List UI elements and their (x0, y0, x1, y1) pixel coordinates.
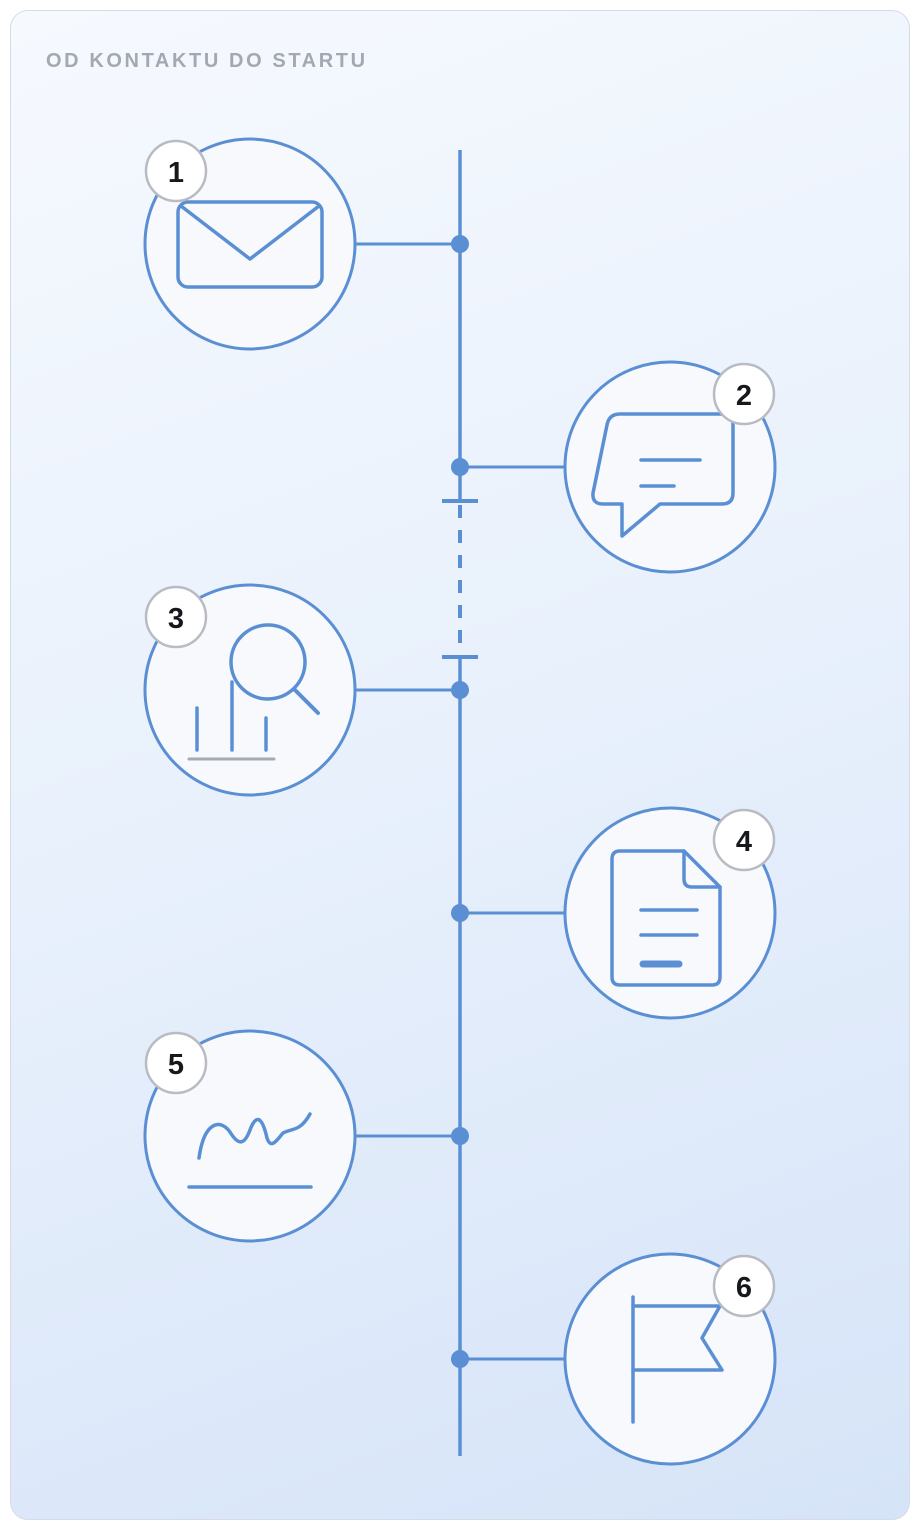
step-number: 4 (736, 826, 752, 858)
step-badge: 4 (712, 808, 776, 872)
step-badge: 1 (144, 139, 208, 203)
step-badge: 6 (712, 1254, 776, 1318)
step-1: 1 (143, 137, 469, 351)
page-title: OD KONTAKTU DO STARTU (46, 50, 368, 72)
step-6: 6 (451, 1252, 777, 1466)
search-analytics-icon (187, 623, 320, 761)
timeline-node (451, 904, 469, 922)
step-number: 1 (168, 157, 184, 189)
timeline-node (451, 681, 469, 699)
step-badge: 3 (144, 585, 208, 649)
step-3: 3 (143, 583, 469, 797)
step-5: 5 (143, 1029, 469, 1243)
step-badge: 2 (712, 362, 776, 426)
envelope-icon (176, 200, 324, 289)
timeline-gap-marker (442, 499, 478, 659)
step-4: 4 (451, 806, 777, 1020)
timeline-node (451, 458, 469, 476)
trend-line-icon (187, 1112, 313, 1189)
timeline-node (451, 1350, 469, 1368)
timeline-node (451, 235, 469, 253)
step-badge: 5 (144, 1031, 208, 1095)
step-number: 6 (736, 1272, 752, 1304)
step-number: 5 (168, 1049, 184, 1081)
document-icon (610, 849, 722, 987)
step-number: 2 (736, 380, 752, 412)
flag-icon (631, 1295, 724, 1424)
timeline-node (451, 1127, 469, 1145)
step-2: 2 (451, 360, 777, 574)
step-number: 3 (168, 603, 184, 635)
